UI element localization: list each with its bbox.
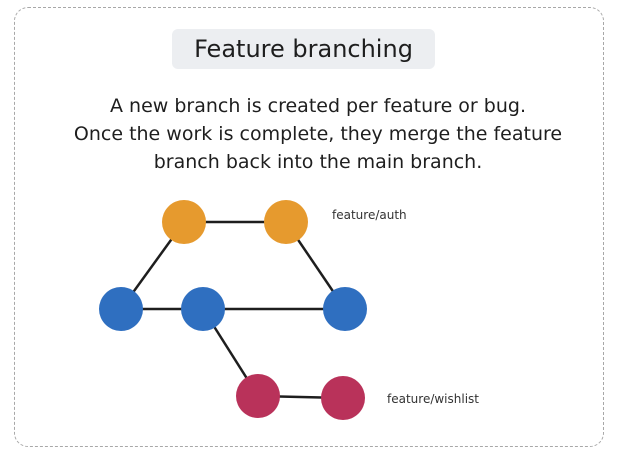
diagram-description: A new branch is created per feature or b… (20, 92, 616, 176)
description-line: A new branch is created per feature or b… (110, 95, 526, 117)
commit-node-m1 (99, 287, 143, 331)
commit-node-m3 (323, 287, 367, 331)
description-line: branch back into the main branch. (153, 151, 483, 173)
description-line: Once the work is complete, they merge th… (73, 123, 563, 145)
commit-node-w1 (236, 374, 280, 418)
label-feature-wishlist: feature/wishlist (387, 392, 479, 406)
commit-node-w2 (321, 376, 365, 420)
diagram-frame (14, 7, 604, 447)
commit-node-a1 (162, 200, 206, 244)
diagram-title: Feature branching (172, 29, 435, 69)
commit-node-m2 (181, 287, 225, 331)
label-feature-auth: feature/auth (332, 208, 407, 222)
commit-node-a2 (264, 200, 308, 244)
